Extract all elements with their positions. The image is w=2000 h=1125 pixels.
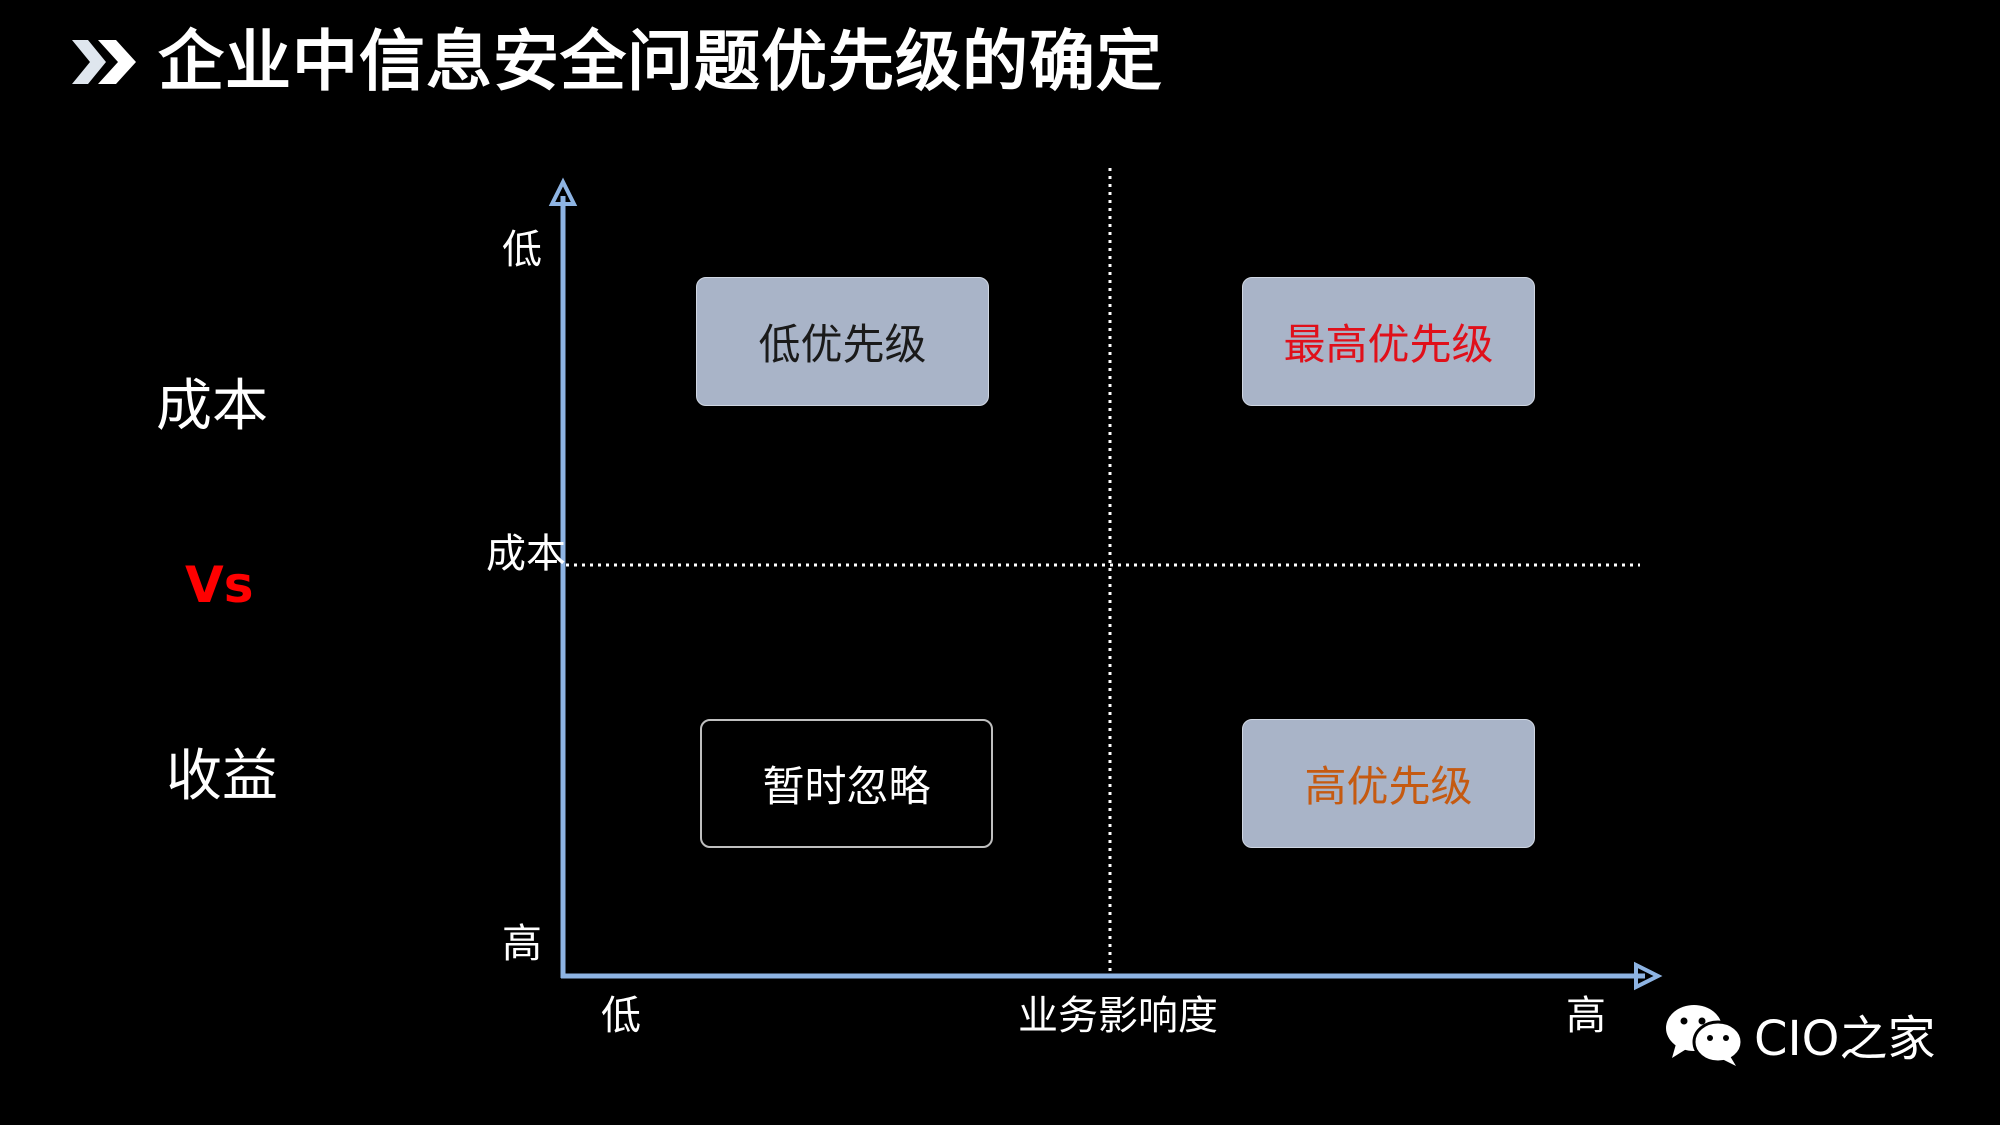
x-axis-low-label: 低 xyxy=(601,993,641,1039)
y-axis-title: 成本 xyxy=(486,531,566,577)
x-axis-arrow xyxy=(1634,961,1663,991)
page-title: 企业中信息安全问题优先级的确定 xyxy=(158,23,1163,100)
wechat-icon xyxy=(1666,1005,1744,1066)
quadrant-low-priority: 低优先级 xyxy=(696,277,989,406)
y-axis-high-label: 高 xyxy=(502,921,542,967)
quadrant-high-priority: 高优先级 xyxy=(1242,719,1535,848)
quadrant-label: 高优先级 xyxy=(1304,762,1473,811)
quadrant-ignore-for-now: 暂时忽略 xyxy=(700,719,993,848)
quadrant-label: 低优先级 xyxy=(758,320,927,369)
quadrant-label: 最高优先级 xyxy=(1283,320,1494,369)
watermark-text: CIO之家 xyxy=(1754,1011,1936,1067)
side-label-benefit: 收益 xyxy=(166,744,278,809)
quadrant-highest-priority: 最高优先级 xyxy=(1242,277,1535,406)
y-axis-arrow xyxy=(548,177,578,206)
side-label-vs: Vs xyxy=(185,556,254,614)
quadrant-label: 暂时忽略 xyxy=(762,762,931,811)
y-axis-low-label: 低 xyxy=(502,227,542,273)
watermark-logo: CIO之家 xyxy=(1664,1000,1935,1068)
double-chevron-right-icon xyxy=(72,40,136,84)
x-axis-title: 业务影响度 xyxy=(1018,993,1218,1039)
side-label-cost: 成本 xyxy=(156,374,268,439)
x-axis-high-label: 高 xyxy=(1566,993,1606,1039)
